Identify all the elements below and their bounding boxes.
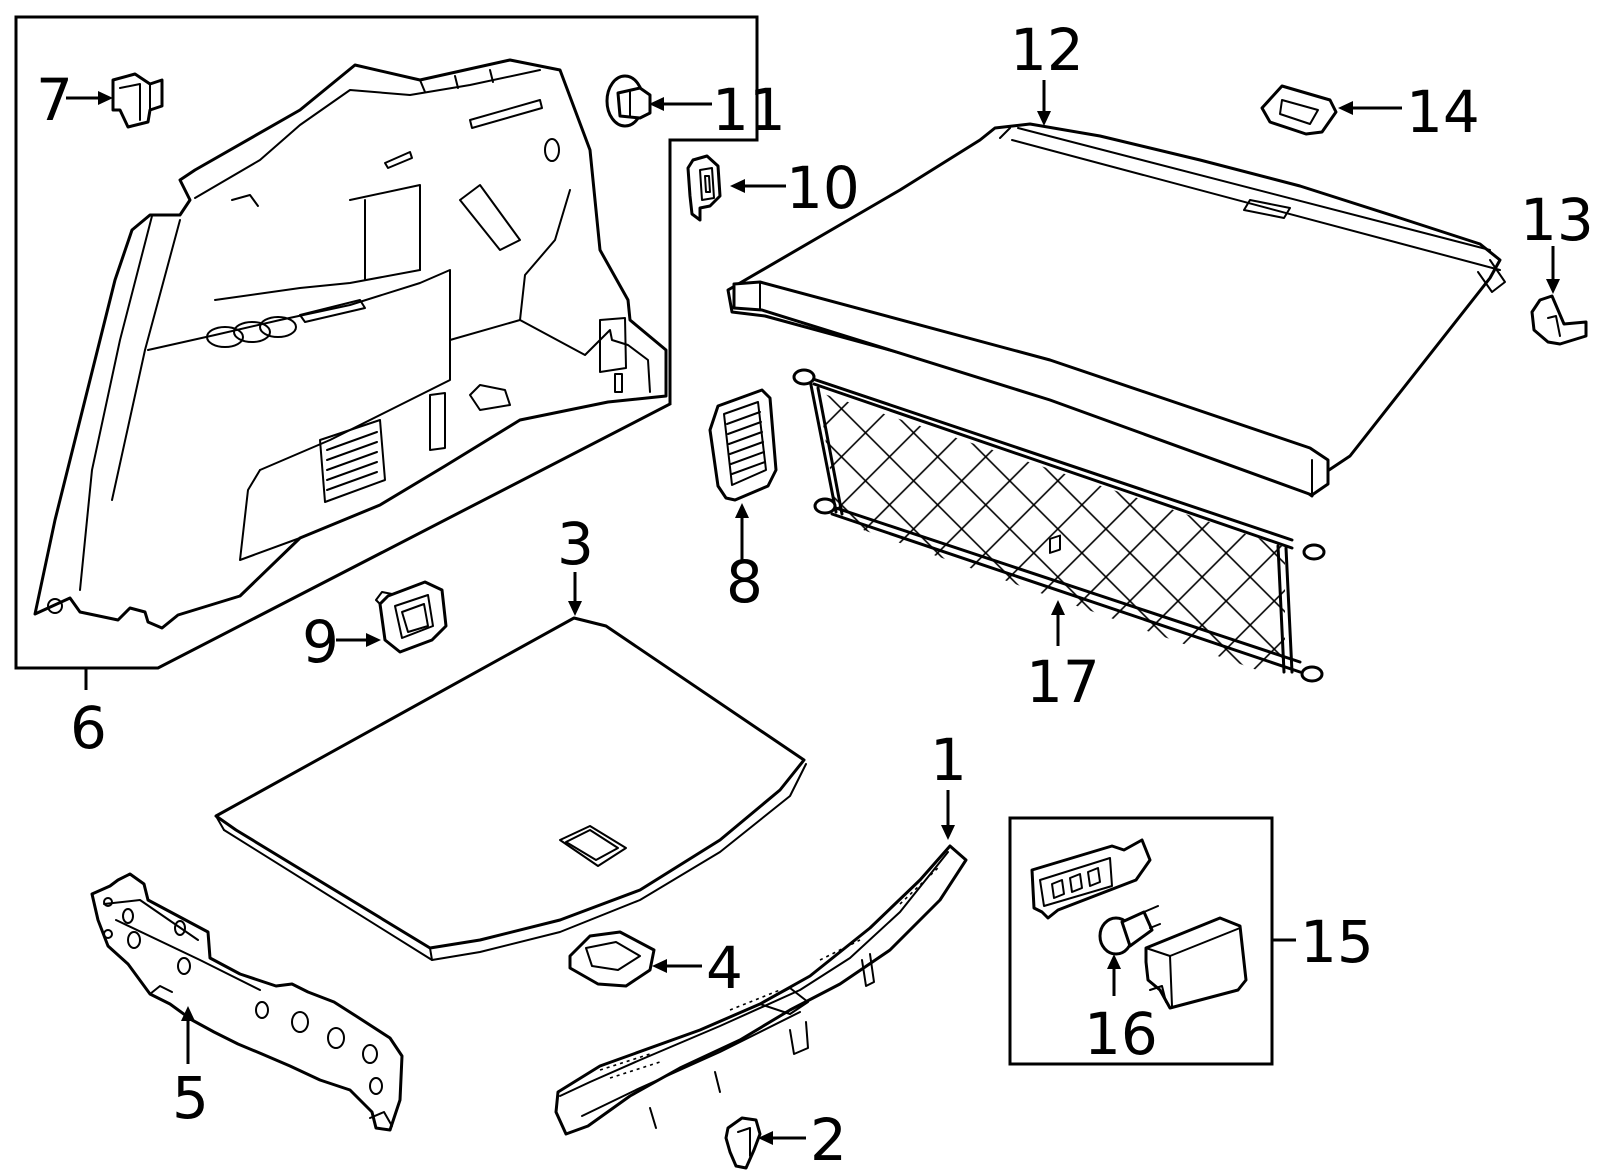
callout-1: 1 xyxy=(930,726,967,794)
callout-3: 3 xyxy=(557,510,594,578)
callout-4: 4 xyxy=(706,934,743,1002)
bracket-part-9[interactable] xyxy=(375,580,448,654)
callout-labels: 7 11 10 6 9 8 3 12 14 13 17 1 4 5 2 15 1… xyxy=(36,16,1594,1174)
callout-6: 6 xyxy=(70,694,107,762)
callout-12: 12 xyxy=(1010,16,1084,84)
access-cover-part-4[interactable] xyxy=(568,930,656,988)
air-vent-grille-part-8[interactable] xyxy=(708,388,778,502)
clip-part-10[interactable] xyxy=(686,154,722,222)
callout-7: 7 xyxy=(36,66,73,134)
load-floor-board-part-3[interactable] xyxy=(214,616,807,961)
reinforcement-bracket-part-5[interactable] xyxy=(90,872,404,1132)
grommet-part-14[interactable] xyxy=(1260,84,1338,136)
cargo-cover-part-12[interactable] xyxy=(726,122,1506,498)
callout-14: 14 xyxy=(1406,78,1480,146)
quarter-trim-panel-part[interactable] xyxy=(33,58,668,630)
callout-2: 2 xyxy=(810,1106,847,1174)
callout-17: 17 xyxy=(1026,648,1100,716)
callout-11: 11 xyxy=(712,76,786,144)
callout-8: 8 xyxy=(726,548,763,616)
rear-sill-scuff-plate-part-1[interactable] xyxy=(554,844,968,1136)
cargo-lamp-part-15[interactable] xyxy=(1030,534,1248,1010)
bulb-part-16[interactable] xyxy=(1098,905,1161,956)
callout-5: 5 xyxy=(172,1064,209,1132)
quarter-trim-group-frame xyxy=(14,15,759,670)
callout-9: 9 xyxy=(302,608,339,676)
callout-16: 16 xyxy=(1084,1000,1158,1068)
callout-15: 15 xyxy=(1300,908,1374,976)
holder-part-13[interactable] xyxy=(1530,294,1588,346)
clip-part-2[interactable] xyxy=(724,1116,762,1170)
callout-13: 13 xyxy=(1520,186,1594,254)
trim-clip-part-7[interactable] xyxy=(111,72,164,129)
callout-10: 10 xyxy=(786,154,860,222)
push-retainer-part-11[interactable] xyxy=(605,74,652,128)
leader-lines xyxy=(66,80,1560,1145)
